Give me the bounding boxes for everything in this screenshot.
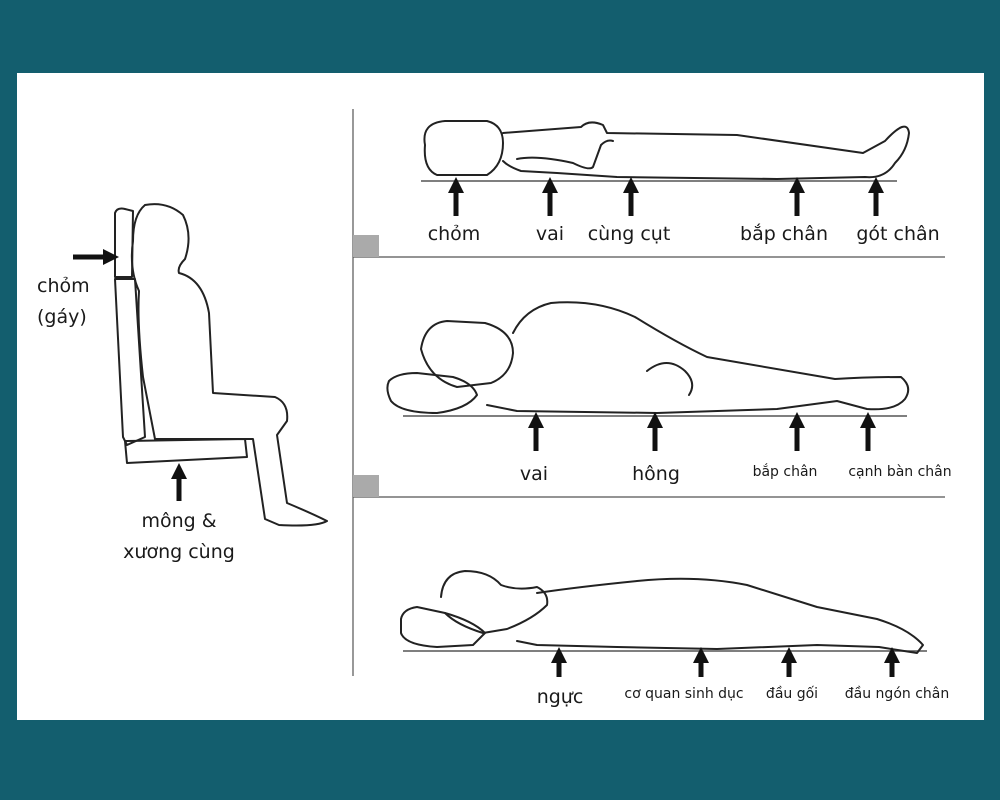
lateral-figure <box>386 301 910 414</box>
diagram-panel: chỏm (gáy) mông & xương cùng chỏm vai cù… <box>17 73 984 720</box>
prone-arrows <box>550 646 901 677</box>
seated-seat-label-sub: xương cùng <box>123 541 235 563</box>
prone-label: đầu gối <box>765 686 819 702</box>
lateral-label: cạnh bàn chân <box>848 464 952 480</box>
seated-seat-label: mông & <box>141 510 217 532</box>
prone-label: cơ quan sinh dục <box>624 686 744 702</box>
seated-head-label-sub: (gáy) <box>37 306 87 328</box>
supine-label: cùng cụt <box>587 223 671 245</box>
supine-label: bắp chân <box>740 223 828 245</box>
supine-figure <box>423 120 910 180</box>
seated-figure <box>114 203 328 527</box>
lateral-label: hông <box>632 463 680 485</box>
supine-arrows <box>447 176 885 216</box>
lateral-label: vai <box>519 463 549 485</box>
seated-head-label: chỏm <box>37 275 90 297</box>
supine-label: gót chân <box>856 223 940 245</box>
prone-figure <box>400 570 924 654</box>
lateral-arrows <box>527 411 877 451</box>
supine-label: chỏm <box>427 223 481 245</box>
prone-label: đầu ngón chân <box>844 686 950 702</box>
lateral-label: bắp chân <box>752 464 818 480</box>
pressure-points-diagram <box>73 109 945 677</box>
prone-label: ngực <box>536 686 584 708</box>
section-marker <box>353 475 379 497</box>
section-marker <box>353 235 379 257</box>
supine-label: vai <box>535 223 565 245</box>
